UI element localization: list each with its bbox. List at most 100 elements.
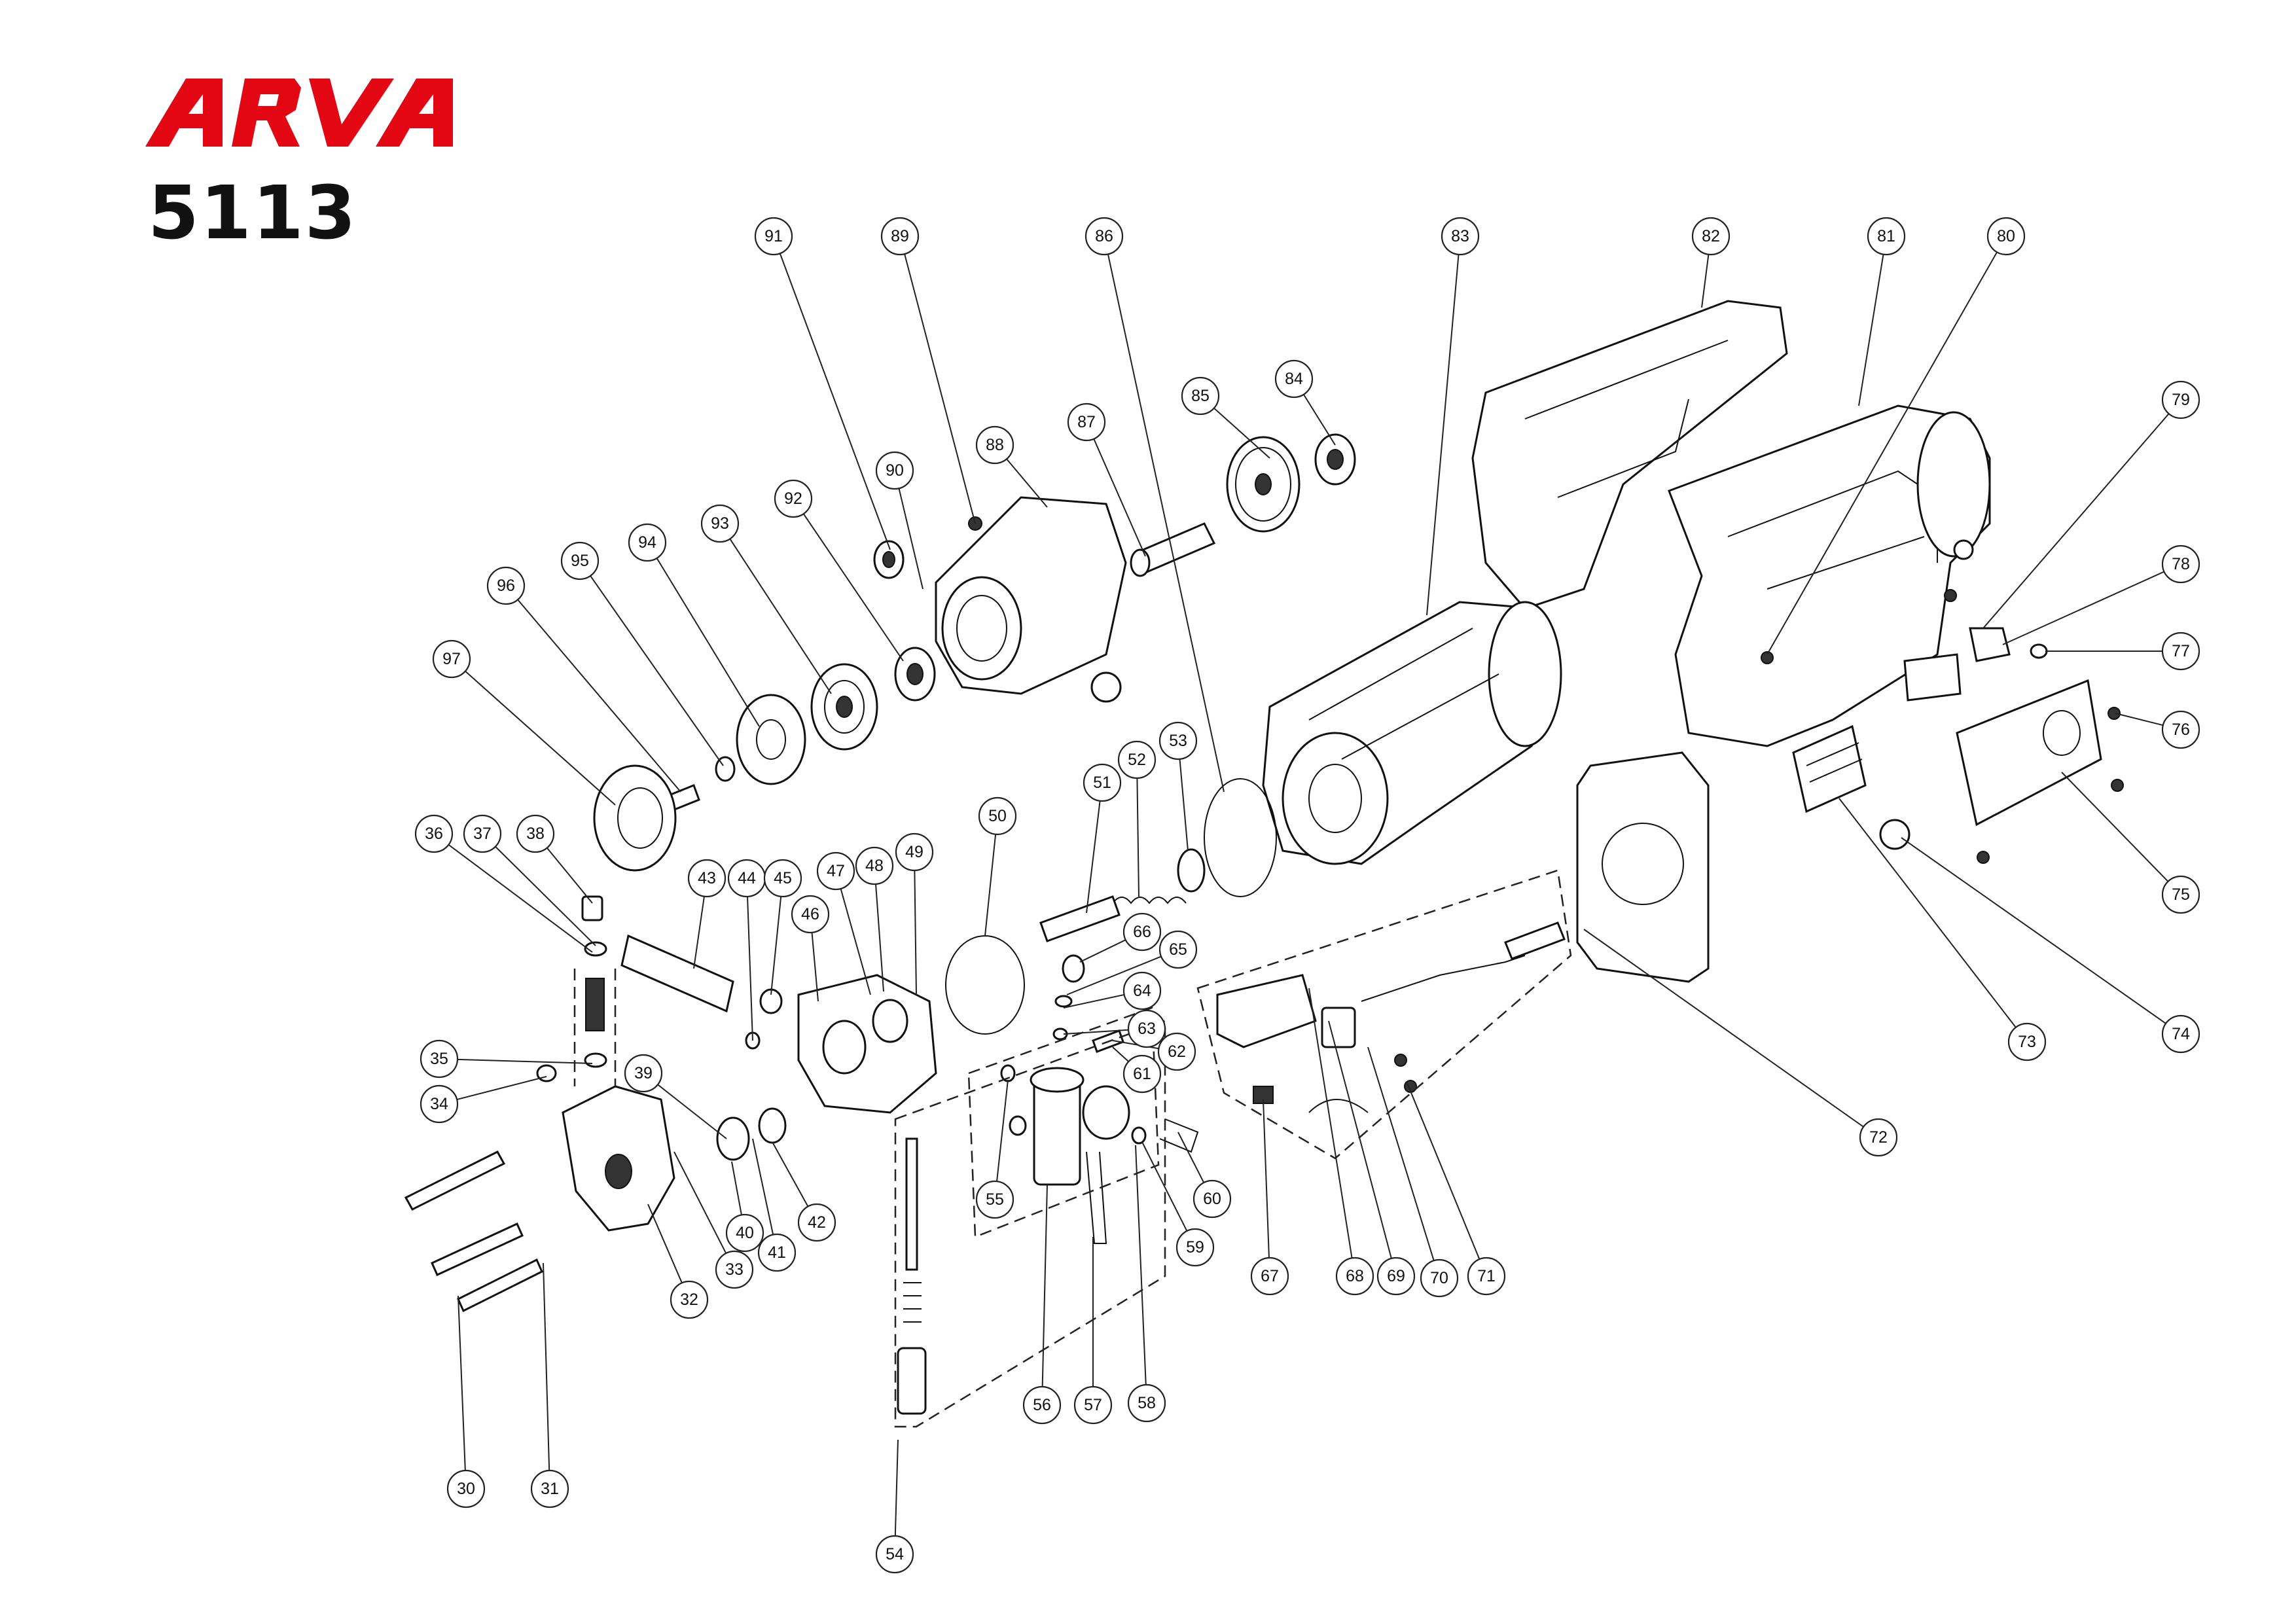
leader-line-52 bbox=[1136, 777, 1139, 897]
callout-circle bbox=[670, 1280, 709, 1319]
switch-assembly bbox=[1216, 974, 1369, 1113]
leader-line-40 bbox=[731, 1161, 742, 1215]
callout-number: 76 bbox=[2172, 721, 2190, 739]
callout-94: 94 bbox=[628, 523, 667, 562]
callout-circle bbox=[1122, 912, 1162, 952]
callout-circle bbox=[432, 639, 471, 679]
callout-circle bbox=[875, 451, 914, 490]
callout-44: 44 bbox=[727, 859, 766, 898]
callout-number: 90 bbox=[886, 461, 904, 480]
callout-circle bbox=[1085, 217, 1124, 256]
leader-line-44 bbox=[747, 896, 753, 1041]
callout-number: 32 bbox=[680, 1291, 698, 1309]
callout-number: 42 bbox=[808, 1213, 826, 1232]
callout-85: 85 bbox=[1181, 376, 1220, 416]
leader-line-35 bbox=[457, 1058, 593, 1064]
callout-38: 38 bbox=[516, 814, 555, 853]
relay bbox=[1903, 653, 1962, 702]
bolts bbox=[404, 1150, 543, 1313]
callout-circle bbox=[2161, 1014, 2200, 1054]
leader-line-72 bbox=[1583, 929, 1864, 1128]
callout-number: 92 bbox=[784, 490, 802, 508]
callout-circle bbox=[1127, 1009, 1166, 1048]
callout-circle bbox=[797, 1203, 836, 1242]
pump-o-ring bbox=[945, 935, 1025, 1035]
needle-bearing bbox=[873, 540, 905, 579]
callout-number: 55 bbox=[986, 1190, 1004, 1209]
leader-line-49 bbox=[914, 870, 917, 995]
callout-circle bbox=[1157, 1032, 1196, 1071]
control-cover bbox=[1956, 679, 2102, 827]
spring bbox=[1112, 897, 1187, 904]
callout-number: 36 bbox=[425, 825, 443, 843]
leader-line-47 bbox=[840, 888, 871, 995]
leader-line-88 bbox=[1006, 458, 1048, 508]
callout-50: 50 bbox=[978, 796, 1017, 836]
callout-circle bbox=[420, 1039, 459, 1079]
callout-47: 47 bbox=[816, 851, 855, 891]
callout-number: 53 bbox=[1169, 732, 1187, 750]
leader-line-50 bbox=[984, 834, 997, 936]
callout-circle bbox=[1083, 763, 1122, 802]
callout-65: 65 bbox=[1158, 930, 1198, 969]
callout-73: 73 bbox=[2007, 1022, 2047, 1061]
callout-circle bbox=[1127, 1383, 1166, 1423]
callout-number: 60 bbox=[1203, 1190, 1221, 1208]
leader-line-85 bbox=[1213, 407, 1270, 459]
callout-circle bbox=[700, 504, 740, 543]
oil-seal bbox=[593, 764, 677, 872]
callout-97: 97 bbox=[432, 639, 471, 679]
callout-number: 79 bbox=[2172, 391, 2190, 409]
callout-circle bbox=[1376, 1257, 1416, 1296]
callout-number: 80 bbox=[1997, 227, 2015, 245]
leader-line-64 bbox=[1063, 993, 1124, 1008]
callout-number: 58 bbox=[1138, 1394, 1156, 1412]
retaining-ring bbox=[1177, 848, 1206, 893]
leader-line-51 bbox=[1086, 800, 1101, 914]
callout-68: 68 bbox=[1335, 1257, 1374, 1296]
callout-circle bbox=[624, 1054, 663, 1093]
callout-circle bbox=[1181, 376, 1220, 416]
callout-number: 94 bbox=[638, 533, 656, 552]
callout-circle bbox=[1691, 217, 1731, 256]
callout-95: 95 bbox=[560, 541, 600, 580]
callout-circle bbox=[895, 832, 934, 872]
callout-number: 93 bbox=[711, 514, 729, 533]
callout-42: 42 bbox=[797, 1203, 836, 1242]
callout-number: 48 bbox=[865, 857, 884, 875]
callout-67: 67 bbox=[1250, 1257, 1289, 1296]
leader-line-69 bbox=[1328, 1020, 1392, 1259]
callout-number: 67 bbox=[1261, 1267, 1279, 1285]
callout-31: 31 bbox=[530, 1469, 569, 1508]
leader-line-39 bbox=[657, 1084, 727, 1139]
callout-72: 72 bbox=[1859, 1118, 1898, 1157]
callout-circle bbox=[530, 1469, 569, 1508]
callout-82: 82 bbox=[1691, 217, 1731, 256]
callout-number: 47 bbox=[827, 862, 845, 880]
switch-78 bbox=[1969, 627, 2011, 662]
callout-number: 65 bbox=[1169, 940, 1187, 959]
leader-line-91 bbox=[779, 253, 891, 550]
callout-number: 54 bbox=[886, 1545, 904, 1563]
callout-circle bbox=[763, 859, 802, 898]
callout-number: 91 bbox=[764, 227, 783, 245]
leader-line-79 bbox=[1982, 413, 2170, 629]
callout-circle bbox=[1441, 217, 1480, 256]
leader-line-63 bbox=[1063, 1029, 1129, 1035]
callout-49: 49 bbox=[895, 832, 934, 872]
callout-71: 71 bbox=[1467, 1257, 1506, 1296]
piston-51 bbox=[1039, 895, 1121, 942]
leader-line-97 bbox=[465, 670, 616, 806]
callout-63: 63 bbox=[1127, 1009, 1166, 1048]
callout-circle bbox=[855, 846, 894, 885]
callout-circle bbox=[2161, 710, 2200, 749]
callout-circle bbox=[2161, 875, 2200, 914]
callout-circle bbox=[1274, 359, 1314, 399]
callout-45: 45 bbox=[763, 859, 802, 898]
callout-54: 54 bbox=[875, 1535, 914, 1574]
callout-number: 72 bbox=[1869, 1128, 1888, 1147]
leader-lines bbox=[448, 251, 2170, 1537]
callout-circle bbox=[757, 1233, 797, 1272]
callout-55: 55 bbox=[975, 1180, 1014, 1219]
